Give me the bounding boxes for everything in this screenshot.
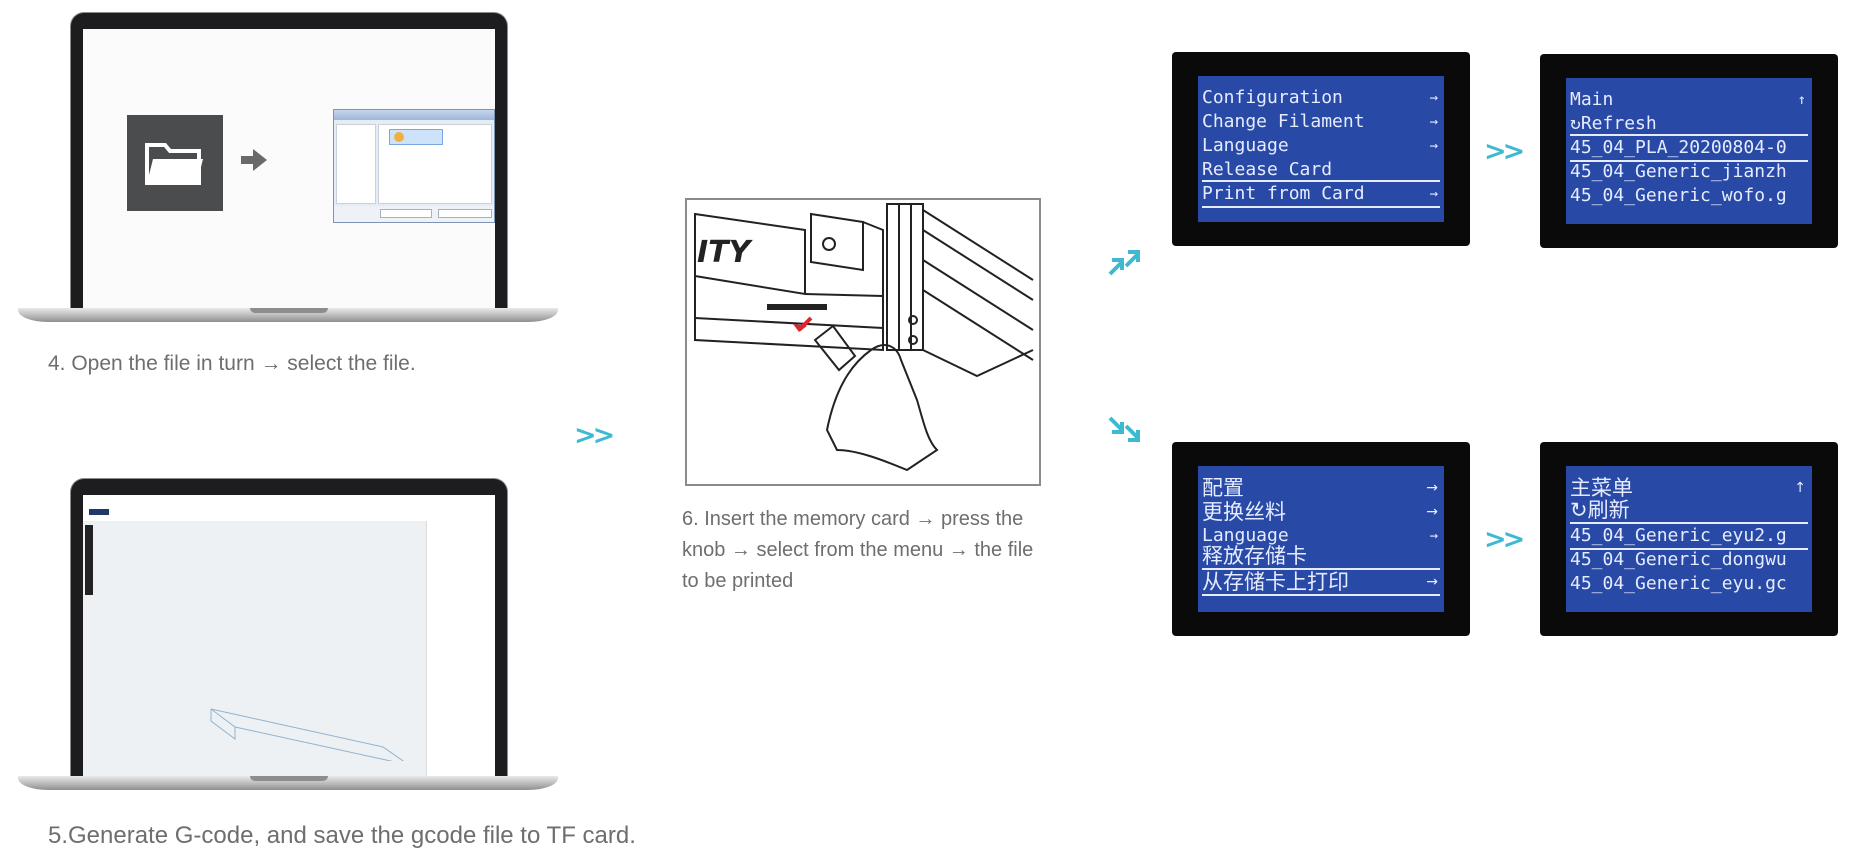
menu-item-configuration[interactable]: Configuration → (1202, 87, 1438, 108)
menu-item-refresh[interactable]: ↻Refresh (1570, 113, 1657, 134)
selection-line-bottom (1570, 548, 1808, 550)
slicer-settings-panel (426, 521, 495, 777)
menu-item-refresh[interactable]: ↻刷新 (1570, 498, 1630, 522)
file-item[interactable]: 45_04_Generic_wofo.g (1570, 185, 1787, 206)
folder-icon (127, 115, 223, 211)
cura-logo (89, 509, 109, 515)
lcd-chinese-menu: 配置 → 更换丝料 → Language → 释放存储卡 从存储卡上打印 → (1172, 442, 1470, 636)
menu-item-release-card[interactable]: 释放存储卡 (1202, 544, 1307, 568)
build-plate-view (83, 521, 427, 777)
selection-line-bottom (1202, 594, 1440, 596)
selected-file-item (389, 129, 443, 145)
insert-card-illustration: ITY (685, 198, 1041, 486)
lcd-english-menu: Configuration → Change Filament → Langua… (1172, 52, 1470, 246)
menu-item-main[interactable]: 主菜单 ↑ (1570, 476, 1806, 500)
chevron-down-right-icon (1108, 414, 1144, 448)
step6-caption: 6. Insert the memory card → press the kn… (682, 508, 1034, 592)
lcd-chinese-files: 主菜单 ↑ ↻刷新 45_04_Generic_eyu2.g 45_04_Gen… (1540, 442, 1838, 636)
menu-item-main[interactable]: Main ↑ (1570, 89, 1806, 110)
laptop-base (18, 308, 558, 322)
arrow-right-icon (241, 149, 267, 175)
menu-item-configuration[interactable]: 配置 → (1202, 476, 1438, 500)
file-item[interactable]: 45_04_PLA_20200804-0 (1570, 137, 1787, 158)
file-item[interactable]: 45_04_Generic_jianzh (1570, 161, 1787, 182)
arrow-right-icon: → (1429, 528, 1438, 544)
selection-line-bottom (1202, 206, 1440, 208)
open-file-dialog (333, 109, 495, 223)
chevron-right-icon: >> (574, 420, 615, 451)
laptop-lid (70, 12, 508, 309)
laptop-base (18, 776, 558, 790)
menu-item-print-from-card[interactable]: 从存储卡上打印 → (1202, 570, 1438, 594)
chevron-right-icon: >> (1484, 524, 1525, 555)
lcd-screen: Configuration → Change Filament → Langua… (1198, 76, 1444, 222)
laptop-screen (83, 29, 495, 309)
printer-brand-text: ITY (697, 235, 754, 270)
up-arrow-icon: ↑ (1794, 480, 1806, 496)
laptop-slicer (18, 478, 558, 794)
menu-item-language[interactable]: Language → (1202, 525, 1438, 546)
menu-item-change-filament[interactable]: Change Filament → (1202, 111, 1438, 132)
file-item[interactable]: 45_04_Generic_dongwu (1570, 549, 1787, 570)
file-item[interactable]: 45_04_Generic_eyu.gc (1570, 573, 1787, 594)
lcd-screen: 主菜单 ↑ ↻刷新 45_04_Generic_eyu2.g 45_04_Gen… (1566, 466, 1812, 612)
arrow-right-icon: → (1429, 114, 1438, 130)
menu-item-release-card[interactable]: Release Card (1202, 159, 1333, 180)
arrow-right-icon: → (1426, 480, 1438, 496)
menu-item-language[interactable]: Language → (1202, 135, 1438, 156)
selection-line-top (1202, 568, 1440, 570)
lcd-english-files: Main ↑ ↻Refresh 45_04_PLA_20200804-0 45_… (1540, 54, 1838, 248)
slicer-toolbar (83, 495, 495, 522)
step4-caption: 4. Open the file in turn → select the fi… (48, 352, 416, 375)
menu-item-print-from-card[interactable]: Print from Card → (1202, 183, 1438, 204)
selection-line-top (1570, 134, 1808, 136)
arrow-right-icon: → (1429, 90, 1438, 106)
arrow-right-icon: → (1426, 504, 1438, 520)
step5-caption: 5.Generate G-code, and save the gcode fi… (48, 822, 636, 849)
arrow-right-icon: → (1426, 574, 1438, 590)
file-item[interactable]: 45_04_Generic_eyu2.g (1570, 525, 1787, 546)
laptop-open-file (18, 12, 558, 328)
selection-line-top (1202, 180, 1440, 182)
arrow-right-icon: → (1429, 186, 1438, 202)
refresh-icon: ↻ (1570, 498, 1588, 522)
slicer-screen (83, 495, 495, 777)
menu-item-change-filament[interactable]: 更换丝料 → (1202, 500, 1438, 524)
laptop-lid (70, 478, 508, 777)
lcd-screen: 配置 → 更换丝料 → Language → 释放存储卡 从存储卡上打印 → (1198, 466, 1444, 612)
lcd-screen: Main ↑ ↻Refresh 45_04_PLA_20200804-0 45_… (1566, 78, 1812, 224)
selection-line-bottom (1570, 160, 1808, 162)
refresh-icon: ↻ (1570, 113, 1581, 134)
selection-line-top (1570, 522, 1808, 524)
arrow-right-icon: → (1429, 138, 1438, 154)
chevron-up-right-icon (1108, 248, 1144, 282)
slicer-tool-strip (85, 525, 93, 595)
chevron-right-icon: >> (1484, 136, 1525, 167)
up-arrow-icon: ↑ (1797, 92, 1806, 108)
